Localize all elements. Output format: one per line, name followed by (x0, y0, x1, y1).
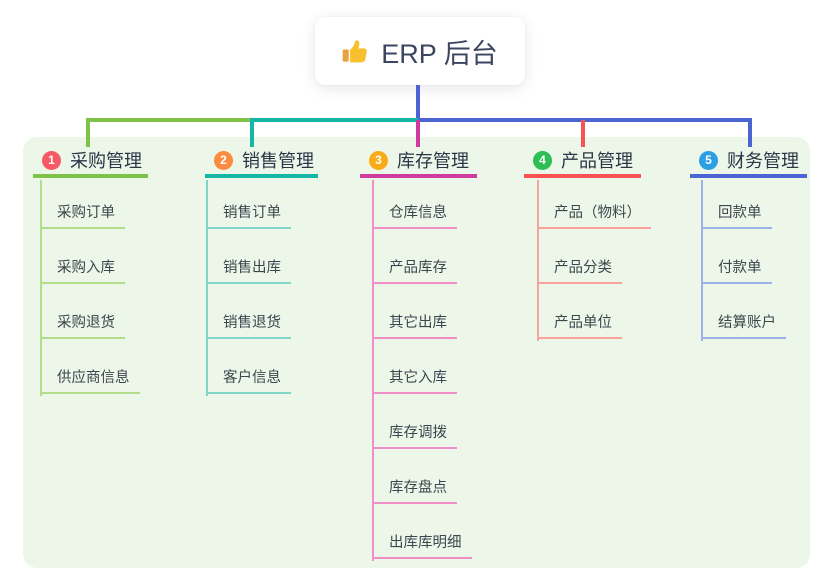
trunk-branch-5 (701, 180, 703, 341)
branch-node-product[interactable]: 4 产品管理 (524, 146, 641, 178)
branch-1-badge: 1 (42, 150, 61, 170)
branch-4-badge: 4 (533, 150, 552, 170)
node-payment-doc[interactable]: 付款单 (701, 258, 772, 284)
branch-node-inventory[interactable]: 3 库存管理 (360, 146, 477, 178)
branch-3-badge: 3 (369, 150, 388, 170)
branch-2-badge: 2 (214, 150, 233, 170)
connector-bus-green (86, 118, 252, 122)
trunk-branch-3 (372, 180, 374, 561)
node-purchase-order[interactable]: 采购订单 (40, 203, 125, 229)
node-sales-return[interactable]: 销售退货 (206, 313, 291, 339)
branch-node-finance[interactable]: 5 财务管理 (690, 146, 807, 178)
connector-drop-branch-3 (416, 120, 420, 147)
connector-drop-branch-2 (250, 120, 254, 147)
branch-3-label: 库存管理 (397, 151, 469, 171)
node-stock-transfer[interactable]: 库存调拨 (372, 423, 457, 449)
connector-drop-branch-1 (86, 118, 90, 147)
thumbs-up-icon (342, 39, 368, 62)
connector-bus-blue (418, 118, 752, 122)
branch-2-label: 销售管理 (242, 151, 314, 171)
node-other-outbound[interactable]: 其它出库 (372, 313, 457, 339)
node-purchase-inbound[interactable]: 采购入库 (40, 258, 125, 284)
node-other-inbound[interactable]: 其它入库 (372, 368, 457, 394)
connector-drop-branch-5 (748, 118, 752, 147)
node-collection-doc[interactable]: 回款单 (701, 203, 772, 229)
node-customer-info[interactable]: 客户信息 (206, 368, 291, 394)
root-node[interactable]: ERP 后台 (315, 17, 525, 85)
branch-1-label: 采购管理 (70, 151, 142, 171)
root-node-label: ERP 后台 (381, 38, 498, 69)
node-purchase-return[interactable]: 采购退货 (40, 313, 125, 339)
node-outbound-detail[interactable]: 出库库明细 (372, 533, 472, 559)
node-settlement-account[interactable]: 结算账户 (701, 313, 786, 339)
branch-5-label: 财务管理 (727, 151, 799, 171)
node-sales-outbound[interactable]: 销售出库 (206, 258, 291, 284)
branch-4-label: 产品管理 (561, 151, 633, 171)
node-product-unit[interactable]: 产品单位 (537, 313, 622, 339)
node-stock-count[interactable]: 库存盘点 (372, 478, 457, 504)
node-product-category[interactable]: 产品分类 (537, 258, 622, 284)
node-warehouse-info[interactable]: 仓库信息 (372, 203, 457, 229)
trunk-branch-1 (40, 180, 42, 396)
node-supplier-info[interactable]: 供应商信息 (40, 368, 140, 394)
node-product-material[interactable]: 产品（物料） (537, 203, 651, 229)
connector-drop-branch-4 (581, 120, 585, 147)
trunk-branch-4 (537, 180, 539, 341)
connector-root-stem (416, 85, 420, 122)
node-sales-order[interactable]: 销售订单 (206, 203, 291, 229)
trunk-branch-2 (206, 180, 208, 396)
branches-panel (23, 137, 810, 568)
branch-5-badge: 5 (699, 150, 718, 170)
node-product-stock[interactable]: 产品库存 (372, 258, 457, 284)
branch-node-sales[interactable]: 2 销售管理 (205, 146, 318, 178)
connector-bus-teal (250, 118, 420, 122)
branch-node-purchase[interactable]: 1 采购管理 (33, 146, 148, 178)
